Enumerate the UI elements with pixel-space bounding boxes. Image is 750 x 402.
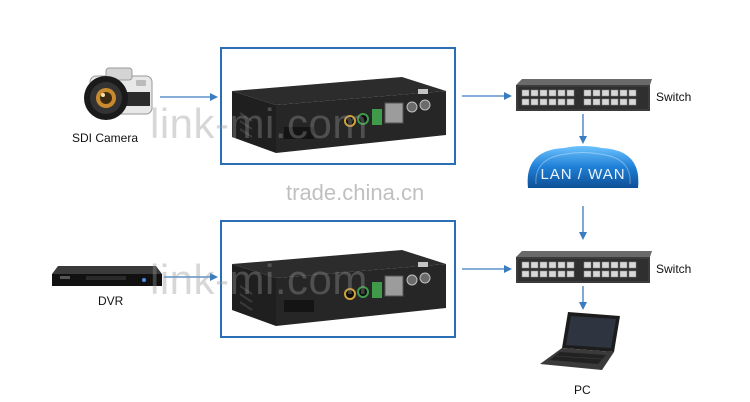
arrow-encoder-to-switch-bottom [462, 264, 512, 274]
ethernet-port [548, 261, 557, 269]
ethernet-port [539, 270, 548, 278]
ethernet-port [521, 261, 530, 269]
sdi-camera-icon [76, 62, 156, 124]
encoder-frame-bottom [220, 220, 456, 338]
ethernet-port [619, 270, 628, 278]
ethernet-port [619, 261, 628, 269]
ethernet-port [592, 261, 601, 269]
ethernet-port [530, 98, 539, 106]
ethernet-port [583, 261, 592, 269]
arrow-encoder-to-switch-top [462, 91, 512, 101]
ethernet-port [583, 270, 592, 278]
ethernet-port [583, 98, 592, 106]
ethernet-port [592, 270, 601, 278]
ethernet-port [557, 270, 566, 278]
arrow-switch-to-cloud [578, 114, 588, 144]
ethernet-port [566, 261, 575, 269]
ethernet-port [521, 270, 530, 278]
ethernet-port [601, 270, 610, 278]
dvr-icon [52, 266, 162, 288]
ethernet-port [601, 89, 610, 97]
sdi-camera-label: SDI Camera [72, 131, 139, 145]
ethernet-port [521, 98, 530, 106]
ethernet-port [592, 89, 601, 97]
switch-bottom-ports [520, 261, 646, 279]
ethernet-port [530, 270, 539, 278]
ethernet-port [628, 89, 637, 97]
ethernet-port [628, 98, 637, 106]
switch-bottom-label: Switch [656, 262, 692, 276]
ethernet-port [539, 89, 548, 97]
watermark-link-mi-bottom: link-mi.com [150, 256, 368, 303]
ethernet-port [601, 98, 610, 106]
laptop-pc-icon [540, 312, 622, 372]
ethernet-port [548, 270, 557, 278]
arrow-camera-to-encoder [160, 92, 218, 102]
ethernet-port [619, 98, 628, 106]
ethernet-port [539, 98, 548, 106]
arrow-cloud-to-switch-bottom [578, 206, 588, 240]
ethernet-port [530, 89, 539, 97]
ethernet-port [530, 261, 539, 269]
ethernet-port [628, 261, 637, 269]
ethernet-port [566, 98, 575, 106]
ethernet-port [548, 89, 557, 97]
ethernet-port [601, 261, 610, 269]
ethernet-port [610, 261, 619, 269]
ethernet-port [557, 98, 566, 106]
switch-top-ports [520, 89, 646, 107]
ethernet-port [566, 89, 575, 97]
ethernet-port [521, 89, 530, 97]
ethernet-port [610, 98, 619, 106]
ethernet-port [628, 270, 637, 278]
watermark-link-mi-top: link-mi.com [150, 100, 368, 147]
watermark-trade-china: trade.china.cn [286, 180, 425, 205]
ethernet-port [583, 89, 592, 97]
dvr-label: DVR [98, 294, 124, 308]
ethernet-port [557, 89, 566, 97]
ethernet-port [566, 270, 575, 278]
arrow-switch-to-pc [578, 286, 588, 310]
ethernet-port [610, 89, 619, 97]
ethernet-port [557, 261, 566, 269]
ethernet-port [592, 98, 601, 106]
lan-wan-cloud-icon [522, 142, 644, 192]
ethernet-port [548, 98, 557, 106]
ethernet-port [539, 261, 548, 269]
arrow-dvr-to-encoder [164, 272, 218, 282]
hd-encoder-device-icon [232, 250, 446, 326]
switch-top-label: Switch [656, 90, 692, 104]
pc-label: PC [574, 383, 591, 397]
encoder-frame-top [220, 47, 456, 165]
lan-wan-label: LAN / WAN [540, 166, 626, 183]
hd-encoder-device-icon [232, 77, 446, 153]
ethernet-port [610, 270, 619, 278]
ethernet-port [619, 89, 628, 97]
